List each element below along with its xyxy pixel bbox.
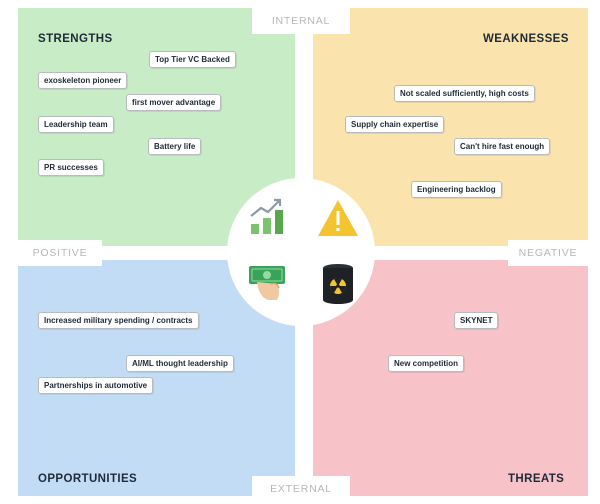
warning-triangle-icon: [318, 200, 358, 236]
opportunities-title: OPPORTUNITIES: [38, 473, 138, 485]
strength-tag: exoskeleton pioneer: [38, 72, 128, 89]
weaknesses-title: WEAKNESSES: [483, 33, 569, 45]
threat-tag: SKYNET: [454, 312, 499, 329]
strength-tag: Top Tier VC Backed: [149, 51, 236, 68]
axis-label-external: EXTERNAL: [252, 476, 350, 502]
weakness-tag: Can't hire fast enough: [454, 138, 551, 155]
strength-tag: Battery life: [148, 138, 202, 155]
weakness-tag: Not scaled sufficiently, high costs: [394, 85, 535, 102]
threats-quadrant: [313, 260, 588, 496]
threats-title: THREATS: [508, 473, 565, 485]
axis-label-negative: NEGATIVE: [508, 240, 588, 266]
money-hand-icon: [249, 266, 285, 300]
opportunity-tag: Partnerships in automotive: [38, 377, 154, 394]
opportunity-tag: Increased military spending / contracts: [38, 312, 199, 329]
strengths-title: STRENGTHS: [38, 33, 113, 45]
weakness-tag: Engineering backlog: [411, 181, 502, 198]
threat-tag: New competition: [388, 355, 465, 372]
axis-label-internal: INTERNAL: [252, 8, 350, 34]
strength-tag: PR successes: [38, 159, 104, 176]
strength-tag: Leadership team: [38, 116, 114, 133]
opportunity-tag: AI/ML thought leadership: [126, 355, 234, 372]
weakness-tag: Supply chain expertise: [345, 116, 445, 133]
growth-chart-icon: [250, 198, 283, 234]
axis-label-positive: POSITIVE: [18, 240, 102, 266]
hazard-barrel-icon: [323, 264, 353, 304]
strength-tag: first mover advantage: [126, 94, 222, 111]
